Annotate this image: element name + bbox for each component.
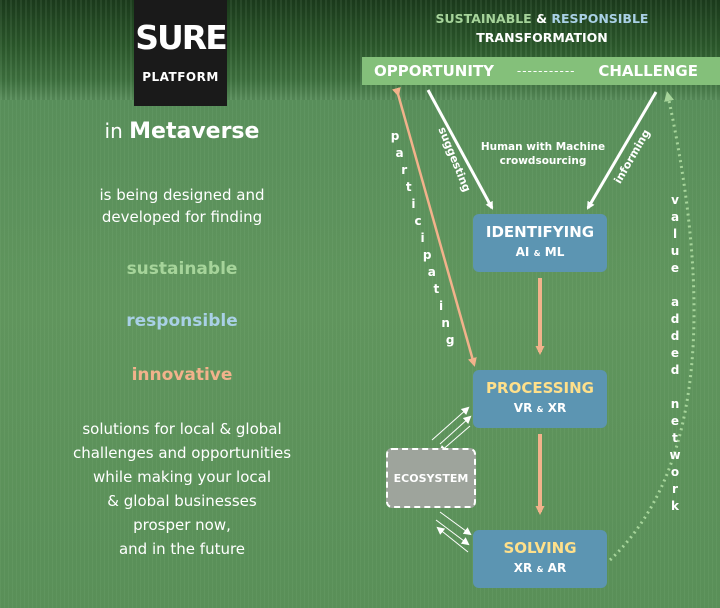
tech-b: XR [547, 401, 567, 415]
processing-tech: VR & XR [473, 401, 607, 415]
tech-b: ML [544, 245, 565, 259]
label-letter: e [670, 261, 680, 275]
logo-wordmark: SURE [135, 18, 228, 57]
label-letter: p [390, 129, 400, 143]
ecosystem-box: ECOSYSTEM [386, 448, 476, 508]
label-letter: l [672, 227, 678, 241]
label-letter: e [670, 346, 680, 360]
solving-box: SOLVING XR & AR [473, 530, 607, 588]
tech-amp: & [536, 405, 544, 414]
label-letter: d [670, 329, 680, 343]
label-letter: r [672, 482, 678, 496]
tech-a: VR [513, 401, 533, 415]
label-letter: i [411, 197, 416, 211]
label-letter: d [670, 363, 680, 377]
solutions-line: prosper now, [133, 516, 231, 534]
ecosystem-processing-arrows [431, 406, 472, 454]
label-letter: a [670, 210, 680, 224]
tech-a: XR [513, 561, 533, 575]
tech-a: AI [515, 245, 530, 259]
header-responsible: RESPONSIBLE [551, 11, 649, 26]
header-sustainable: SUSTAINABLE [435, 11, 532, 26]
keyword-innovative: innovative [131, 365, 233, 385]
label-letter: n [441, 316, 450, 330]
label-letter: i [438, 299, 444, 313]
label-letter [668, 277, 682, 294]
in-prefix: in [104, 119, 123, 143]
label-letter: i [420, 231, 425, 245]
header-amp: & [536, 11, 547, 26]
label-letter: o [670, 465, 680, 479]
label-letter: c [414, 214, 422, 228]
challenge-label: CHALLENGE [598, 62, 698, 80]
human-machine-label: Human with Machine crowdsourcing [478, 140, 608, 168]
bar-dashes: ----------- [516, 64, 576, 78]
tech-b: AR [547, 561, 567, 575]
label-letter: t [433, 282, 440, 296]
label-letter: d [670, 312, 680, 326]
identifying-title: IDENTIFYING [485, 223, 595, 241]
label-letter: a [427, 265, 436, 279]
label-letter: p [422, 248, 432, 262]
opportunity-challenge-bar: OPPORTUNITY ----------- CHALLENGE [362, 57, 720, 85]
metaverse-word: Metaverse [129, 119, 260, 144]
label-letter: a [395, 146, 404, 160]
transformation-header: SUSTAINABLE & RESPONSIBLE TRANSFORMATION [366, 9, 718, 47]
label-letter: e [670, 414, 680, 428]
ecosystem-solving-arrows [435, 511, 472, 553]
human-line: crowdsourcing [499, 155, 587, 167]
solutions-line: solutions for local & global [82, 420, 282, 438]
description: is being designed and developed for find… [0, 184, 364, 228]
processing-box: PROCESSING VR & XR [473, 370, 607, 428]
identifying-tech: AI & ML [473, 245, 607, 259]
in-metaverse-heading: in Metaverse [0, 119, 364, 144]
human-line: Human with Machine [480, 141, 606, 153]
solutions-line: and in the future [118, 540, 246, 558]
desc-line: is being designed and [99, 186, 265, 204]
desc-line: developed for finding [101, 208, 263, 226]
label-letter: v [671, 193, 679, 207]
solutions-text: solutions for local & global challenges … [0, 417, 364, 561]
value-added-network-arrow [608, 91, 696, 562]
keyword-sustainable: sustainable [126, 259, 238, 279]
solving-title: SOLVING [503, 539, 577, 557]
sure-platform-logo: SURE PLATFORM [134, 0, 228, 106]
label-letter: k [671, 499, 679, 513]
label-letter: a [670, 295, 680, 309]
processing-title: PROCESSING [486, 379, 594, 397]
label-letter: g [445, 333, 455, 347]
logo-subtitle: PLATFORM [142, 70, 219, 84]
label-letter: t [405, 180, 412, 194]
label-letter: t [672, 431, 678, 445]
identifying-box: IDENTIFYING AI & ML [473, 214, 607, 272]
solutions-line: & global businesses [107, 492, 257, 510]
label-letter: n [670, 397, 680, 411]
participating-arrow [392, 87, 477, 367]
label-letter [668, 379, 682, 396]
header-transformation: TRANSFORMATION [476, 30, 608, 45]
solving-tech: XR & AR [473, 561, 607, 575]
label-letter: r [401, 163, 408, 177]
label-letter: u [670, 244, 680, 258]
opportunity-label: OPPORTUNITY [374, 62, 495, 80]
solutions-line: while making your local [92, 468, 271, 486]
tech-amp: & [536, 565, 544, 574]
solutions-line: challenges and opportunities [72, 444, 292, 462]
label-letter: w [669, 448, 681, 462]
tech-amp: & [533, 249, 541, 258]
keyword-responsible: responsible [126, 311, 238, 331]
informing-arrow [586, 91, 658, 210]
